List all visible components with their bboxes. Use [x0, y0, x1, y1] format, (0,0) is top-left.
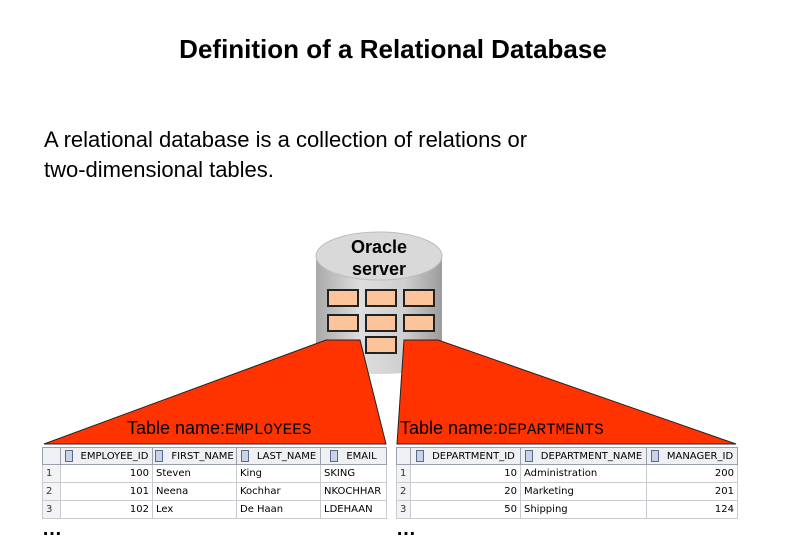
first-name-cell: Steven — [152, 464, 237, 483]
department-name-cell: Shipping — [520, 500, 647, 519]
row-number: 1 — [396, 464, 411, 483]
employees-header-row: EMPLOYEE_ID FIRST_NAME LAST_NAME EMAIL — [42, 447, 387, 465]
table-row: 3 50 Shipping 124 — [396, 500, 738, 519]
employees-more-rows-ellipsis: … — [42, 518, 63, 540]
departments-table-name-label: Table name: — [400, 418, 499, 438]
departments-more-rows-ellipsis: … — [396, 518, 417, 540]
manager-id-cell: 124 — [646, 500, 738, 519]
last-name-cell: De Haan — [236, 500, 321, 519]
row-number: 3 — [396, 500, 411, 519]
departments-header-row: DEPARTMENT_ID DEPARTMENT_NAME MANAGER_ID — [396, 447, 738, 465]
column-header[interactable]: MANAGER_ID — [646, 447, 738, 465]
email-cell: LDEHAAN — [320, 500, 387, 519]
column-sort-icon — [524, 450, 533, 462]
server-label: Oracle server — [329, 236, 429, 280]
email-cell: SKING — [320, 464, 387, 483]
row-number: 3 — [42, 500, 61, 519]
row-number: 2 — [42, 482, 61, 501]
email-cell: NKOCHHAR — [320, 482, 387, 501]
row-number: 1 — [42, 464, 61, 483]
table-row: 3 102 Lex De Haan LDEHAAN — [42, 500, 387, 519]
server-label-line-1: Oracle — [350, 237, 408, 257]
row-number-header — [42, 447, 61, 465]
column-header[interactable]: EMAIL — [320, 447, 387, 465]
column-sort-icon — [416, 450, 425, 462]
description-line-1: A relational database is a collection of… — [44, 127, 528, 152]
department-id-cell: 20 — [410, 482, 521, 501]
column-header[interactable]: LAST_NAME — [236, 447, 321, 465]
column-sort-icon — [650, 450, 659, 462]
department-id-cell: 10 — [410, 464, 521, 483]
row-number-header — [396, 447, 411, 465]
last-name-cell: Kochhar — [236, 482, 321, 501]
department-name-cell: Marketing — [520, 482, 647, 501]
employees-table: EMPLOYEE_ID FIRST_NAME LAST_NAME EMAIL 1… — [42, 447, 387, 519]
row-number: 2 — [396, 482, 411, 501]
column-sort-icon — [64, 450, 73, 462]
table-row: 2 101 Neena Kochhar NKOCHHAR — [42, 482, 387, 501]
column-sort-icon — [330, 450, 339, 462]
page-title: Definition of a Relational Database — [179, 34, 607, 64]
department-id-cell: 50 — [410, 500, 521, 519]
employees-table-name-label: Table name: — [127, 418, 226, 438]
table-row: 1 10 Administration 200 — [396, 464, 738, 483]
employee-id-cell: 102 — [60, 500, 153, 519]
departments-table-name: Table name:DEPARTMENTS — [400, 417, 604, 441]
column-sort-icon — [155, 450, 164, 462]
column-header[interactable]: EMPLOYEE_ID — [60, 447, 153, 465]
column-header[interactable]: FIRST_NAME — [152, 447, 237, 465]
departments-table: DEPARTMENT_ID DEPARTMENT_NAME MANAGER_ID… — [396, 447, 738, 519]
column-header[interactable]: DEPARTMENT_NAME — [520, 447, 647, 465]
employees-table-name: Table name:EMPLOYEES — [127, 417, 311, 441]
table-row: 2 20 Marketing 201 — [396, 482, 738, 501]
department-name-cell: Administration — [520, 464, 647, 483]
description: A relational database is a collection of… — [44, 125, 644, 185]
server-table-grid — [327, 289, 435, 354]
departments-beam — [396, 339, 737, 445]
first-name-cell: Neena — [152, 482, 237, 501]
server-label-line-2: server — [351, 259, 407, 279]
employees-beam — [43, 339, 387, 445]
column-header[interactable]: DEPARTMENT_ID — [410, 447, 521, 465]
employee-id-cell: 100 — [60, 464, 153, 483]
employees-table-name-value: EMPLOYEES — [225, 421, 312, 439]
table-row: 1 100 Steven King SKING — [42, 464, 387, 483]
manager-id-cell: 200 — [646, 464, 738, 483]
manager-id-cell: 201 — [646, 482, 738, 501]
first-name-cell: Lex — [152, 500, 237, 519]
employee-id-cell: 101 — [60, 482, 153, 501]
departments-table-name-value: DEPARTMENTS — [498, 421, 604, 439]
last-name-cell: King — [236, 464, 321, 483]
column-sort-icon — [240, 450, 249, 462]
description-line-2: two-dimensional tables. — [44, 157, 274, 182]
